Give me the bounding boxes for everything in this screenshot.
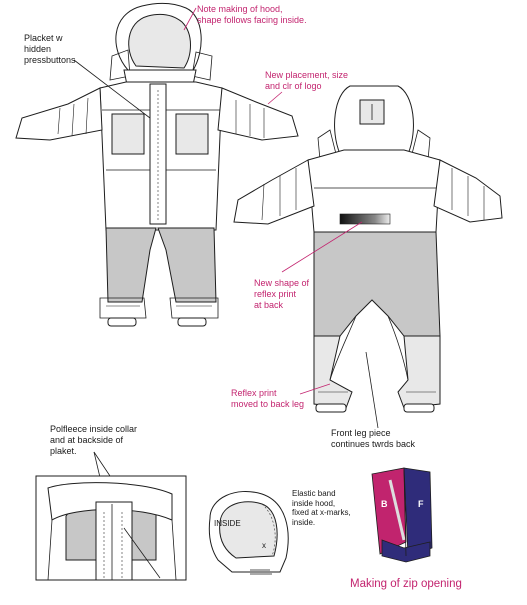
back-left-sleeve — [233, 159, 315, 225]
polfleece-note: Polfleece inside collar and at backside … — [50, 424, 138, 456]
hood-inside-detail — [208, 490, 289, 575]
back-garment-sketch — [233, 85, 503, 413]
back-grey-panel — [313, 231, 441, 337]
zip-opening-detail — [371, 467, 433, 563]
front-left-leg — [105, 227, 157, 303]
hood-inside-label: INSIDE — [214, 519, 241, 528]
logo-note: New placement, size and clr of logo — [265, 70, 349, 91]
zip-front-label: F — [418, 499, 424, 509]
back-reflex-print — [339, 213, 391, 225]
hood-note-leader — [183, 7, 197, 31]
placket-note-leader — [73, 59, 151, 119]
front-right-sleeve — [217, 87, 299, 141]
reflex-print-note: Reflex print moved to back leg — [231, 388, 305, 409]
placket-note: Placket w hidden pressbuttons — [24, 33, 76, 65]
zip-back-label: B — [381, 499, 388, 509]
front-chest-pocket-left — [111, 113, 145, 155]
back-left-leg — [313, 335, 353, 409]
elastic-note: Elastic band inside hood, fixed at x-mar… — [292, 489, 351, 527]
logo-note-leader — [267, 91, 283, 105]
zip-caption: Making of zip opening — [350, 578, 462, 590]
front-left-sleeve — [15, 87, 103, 141]
front-leg-note: Front leg piece continues twrds back — [331, 428, 416, 449]
front-chest-pocket-right — [175, 113, 209, 155]
reflex-shape-note: New shape of reflex print at back — [254, 278, 310, 310]
back-right-leg — [397, 335, 441, 409]
front-hood-opening — [128, 13, 191, 69]
zip-front-panel — [403, 467, 433, 557]
hood-note: Note making of hood, shape follows facin… — [197, 4, 307, 25]
x-mark: x — [262, 541, 266, 550]
front-leg-leader — [365, 351, 379, 429]
reflex-print-leader — [299, 383, 331, 395]
collar-detail-box — [35, 475, 187, 581]
front-garment-sketch — [15, 2, 299, 327]
reflex-shape-leader — [281, 221, 363, 273]
front-right-leg — [157, 227, 217, 303]
